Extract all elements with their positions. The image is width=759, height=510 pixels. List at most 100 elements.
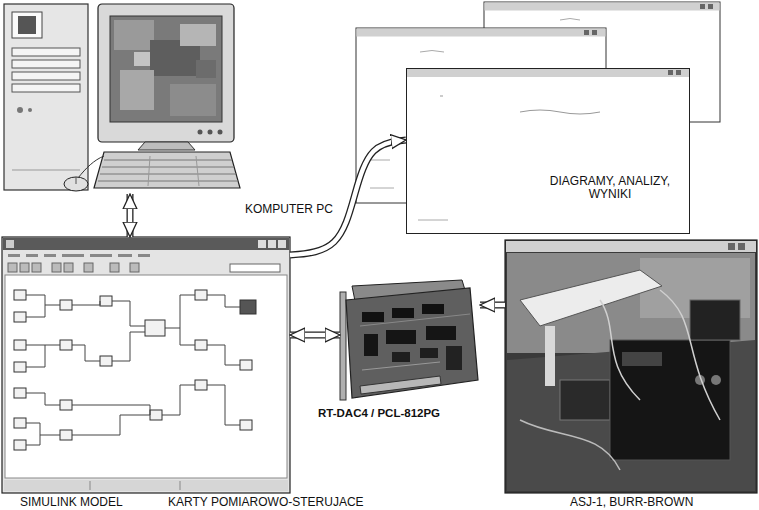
simulink-screenshot bbox=[90, 254, 112, 257]
pc-mouse bbox=[64, 156, 104, 191]
arrow-fill bbox=[290, 333, 340, 337]
simulink-screenshot bbox=[2, 237, 290, 493]
simulink-screenshot bbox=[180, 481, 181, 490]
simulink-wires bbox=[207, 385, 240, 425]
simulink-screenshot bbox=[64, 263, 73, 272]
simulink-blocks bbox=[60, 400, 72, 410]
pc-tower bbox=[4, 4, 88, 190]
pc-tower bbox=[12, 12, 42, 38]
simulink-wires bbox=[72, 415, 150, 435]
arrow-fill bbox=[128, 194, 132, 237]
daq-card-picture bbox=[362, 312, 384, 322]
pc-monitor bbox=[196, 60, 216, 78]
arrow-fill bbox=[480, 303, 505, 307]
simulink-screenshot bbox=[5, 275, 287, 478]
node-label: SIMULINK MODEL bbox=[20, 496, 123, 509]
daq-card-picture bbox=[362, 362, 440, 370]
pc-monitor bbox=[170, 84, 216, 116]
lab-setup-photo-picture bbox=[505, 240, 757, 493]
result-window-back bbox=[708, 4, 713, 9]
simulink-wires bbox=[162, 385, 195, 415]
arrow-heads bbox=[290, 335, 340, 336]
simulink-blocks bbox=[240, 360, 252, 370]
pc-monitor bbox=[98, 4, 234, 150]
lab-setup-photo-picture bbox=[560, 380, 610, 420]
flow-arrow bbox=[290, 335, 340, 336]
simulink-screenshot bbox=[118, 254, 132, 257]
daq-card-picture bbox=[346, 288, 478, 398]
node-label: DIAGRAMY, ANALIZY, WYNIKI bbox=[535, 175, 685, 201]
pc-tower bbox=[17, 107, 23, 113]
pc-monitor bbox=[218, 130, 223, 135]
simulink-wires bbox=[72, 301, 100, 305]
label-holder: SIMULINK MODEL bbox=[20, 496, 123, 509]
simulink-wires bbox=[207, 345, 240, 365]
daq-card-picture bbox=[422, 304, 444, 314]
pc-monitor bbox=[110, 16, 222, 122]
pc-keyboard bbox=[100, 174, 236, 175]
pc-mouse bbox=[76, 177, 77, 184]
simulink-screenshot bbox=[52, 263, 61, 272]
arrow-heads bbox=[480, 305, 505, 306]
pc-tower bbox=[28, 108, 32, 112]
simulink-blocks bbox=[100, 296, 112, 306]
pc-monitor bbox=[98, 4, 234, 142]
simulink-blocks bbox=[195, 290, 207, 300]
pc-tower bbox=[18, 16, 36, 34]
simulink-blocks bbox=[14, 388, 26, 398]
lab-setup-photo-picture bbox=[660, 290, 720, 420]
result-window-front bbox=[407, 69, 689, 77]
result-window-back bbox=[560, 19, 580, 21]
simulink-blocks bbox=[14, 440, 26, 450]
simulink-wires bbox=[207, 295, 240, 307]
daq-card-picture bbox=[420, 348, 438, 358]
pc-monitor bbox=[114, 20, 154, 50]
pc-keyboard bbox=[94, 152, 240, 188]
simulink-wires bbox=[72, 405, 150, 415]
simulink-blocks bbox=[145, 320, 165, 336]
simulink-screenshot bbox=[230, 264, 280, 272]
pc-tower bbox=[12, 170, 80, 171]
pc-tower bbox=[12, 84, 80, 92]
lab-setup-photo-picture bbox=[711, 375, 721, 385]
simulink-blocks bbox=[60, 430, 72, 440]
pc-keyboard bbox=[148, 156, 150, 186]
simulink-screenshot bbox=[138, 254, 150, 257]
simulink-screenshot bbox=[44, 254, 56, 257]
lab-setup-photo-picture bbox=[520, 270, 662, 326]
lab-setup-photo-picture bbox=[622, 352, 662, 366]
arrow-outline bbox=[480, 302, 505, 309]
pc-mouse bbox=[78, 156, 104, 178]
simulink-wires bbox=[26, 305, 45, 317]
daq-card-picture bbox=[386, 330, 416, 344]
label-holder: KOMPUTER PC bbox=[245, 203, 333, 216]
daq-card-picture bbox=[340, 292, 346, 400]
arrow-outline bbox=[290, 332, 340, 339]
simulink-screenshot bbox=[90, 481, 91, 490]
results-window: DIAGRAMY, ANALIZY, WYNIKI bbox=[406, 68, 690, 234]
simulink-blocks bbox=[14, 290, 26, 300]
daq-card-picture bbox=[360, 314, 470, 326]
simulink-blocks bbox=[240, 420, 252, 430]
simulink-screenshot bbox=[6, 240, 14, 248]
simulink-screenshot bbox=[110, 263, 119, 272]
result-window-front bbox=[676, 70, 681, 75]
daq-card-picture bbox=[364, 334, 378, 356]
lab-setup-photo-picture bbox=[738, 243, 745, 250]
pc-keyboard bbox=[98, 181, 238, 182]
arrow-heads bbox=[290, 140, 406, 255]
simulink-wires bbox=[112, 301, 145, 326]
pc-tower bbox=[12, 48, 80, 56]
pc-monitor bbox=[208, 130, 213, 135]
simulink-blocks bbox=[60, 340, 72, 350]
arrow-fill bbox=[290, 140, 406, 255]
simulink-blocks bbox=[14, 312, 26, 322]
result-window-middle bbox=[584, 30, 589, 35]
label-holder: DIAGRAMY, ANALIZY, WYNIKI bbox=[535, 175, 685, 201]
simulink-wires bbox=[112, 332, 145, 361]
simulink-wires bbox=[26, 423, 60, 435]
result-window-middle bbox=[357, 29, 606, 37]
result-window-middle bbox=[370, 188, 394, 189]
result-window-front bbox=[520, 110, 600, 114]
